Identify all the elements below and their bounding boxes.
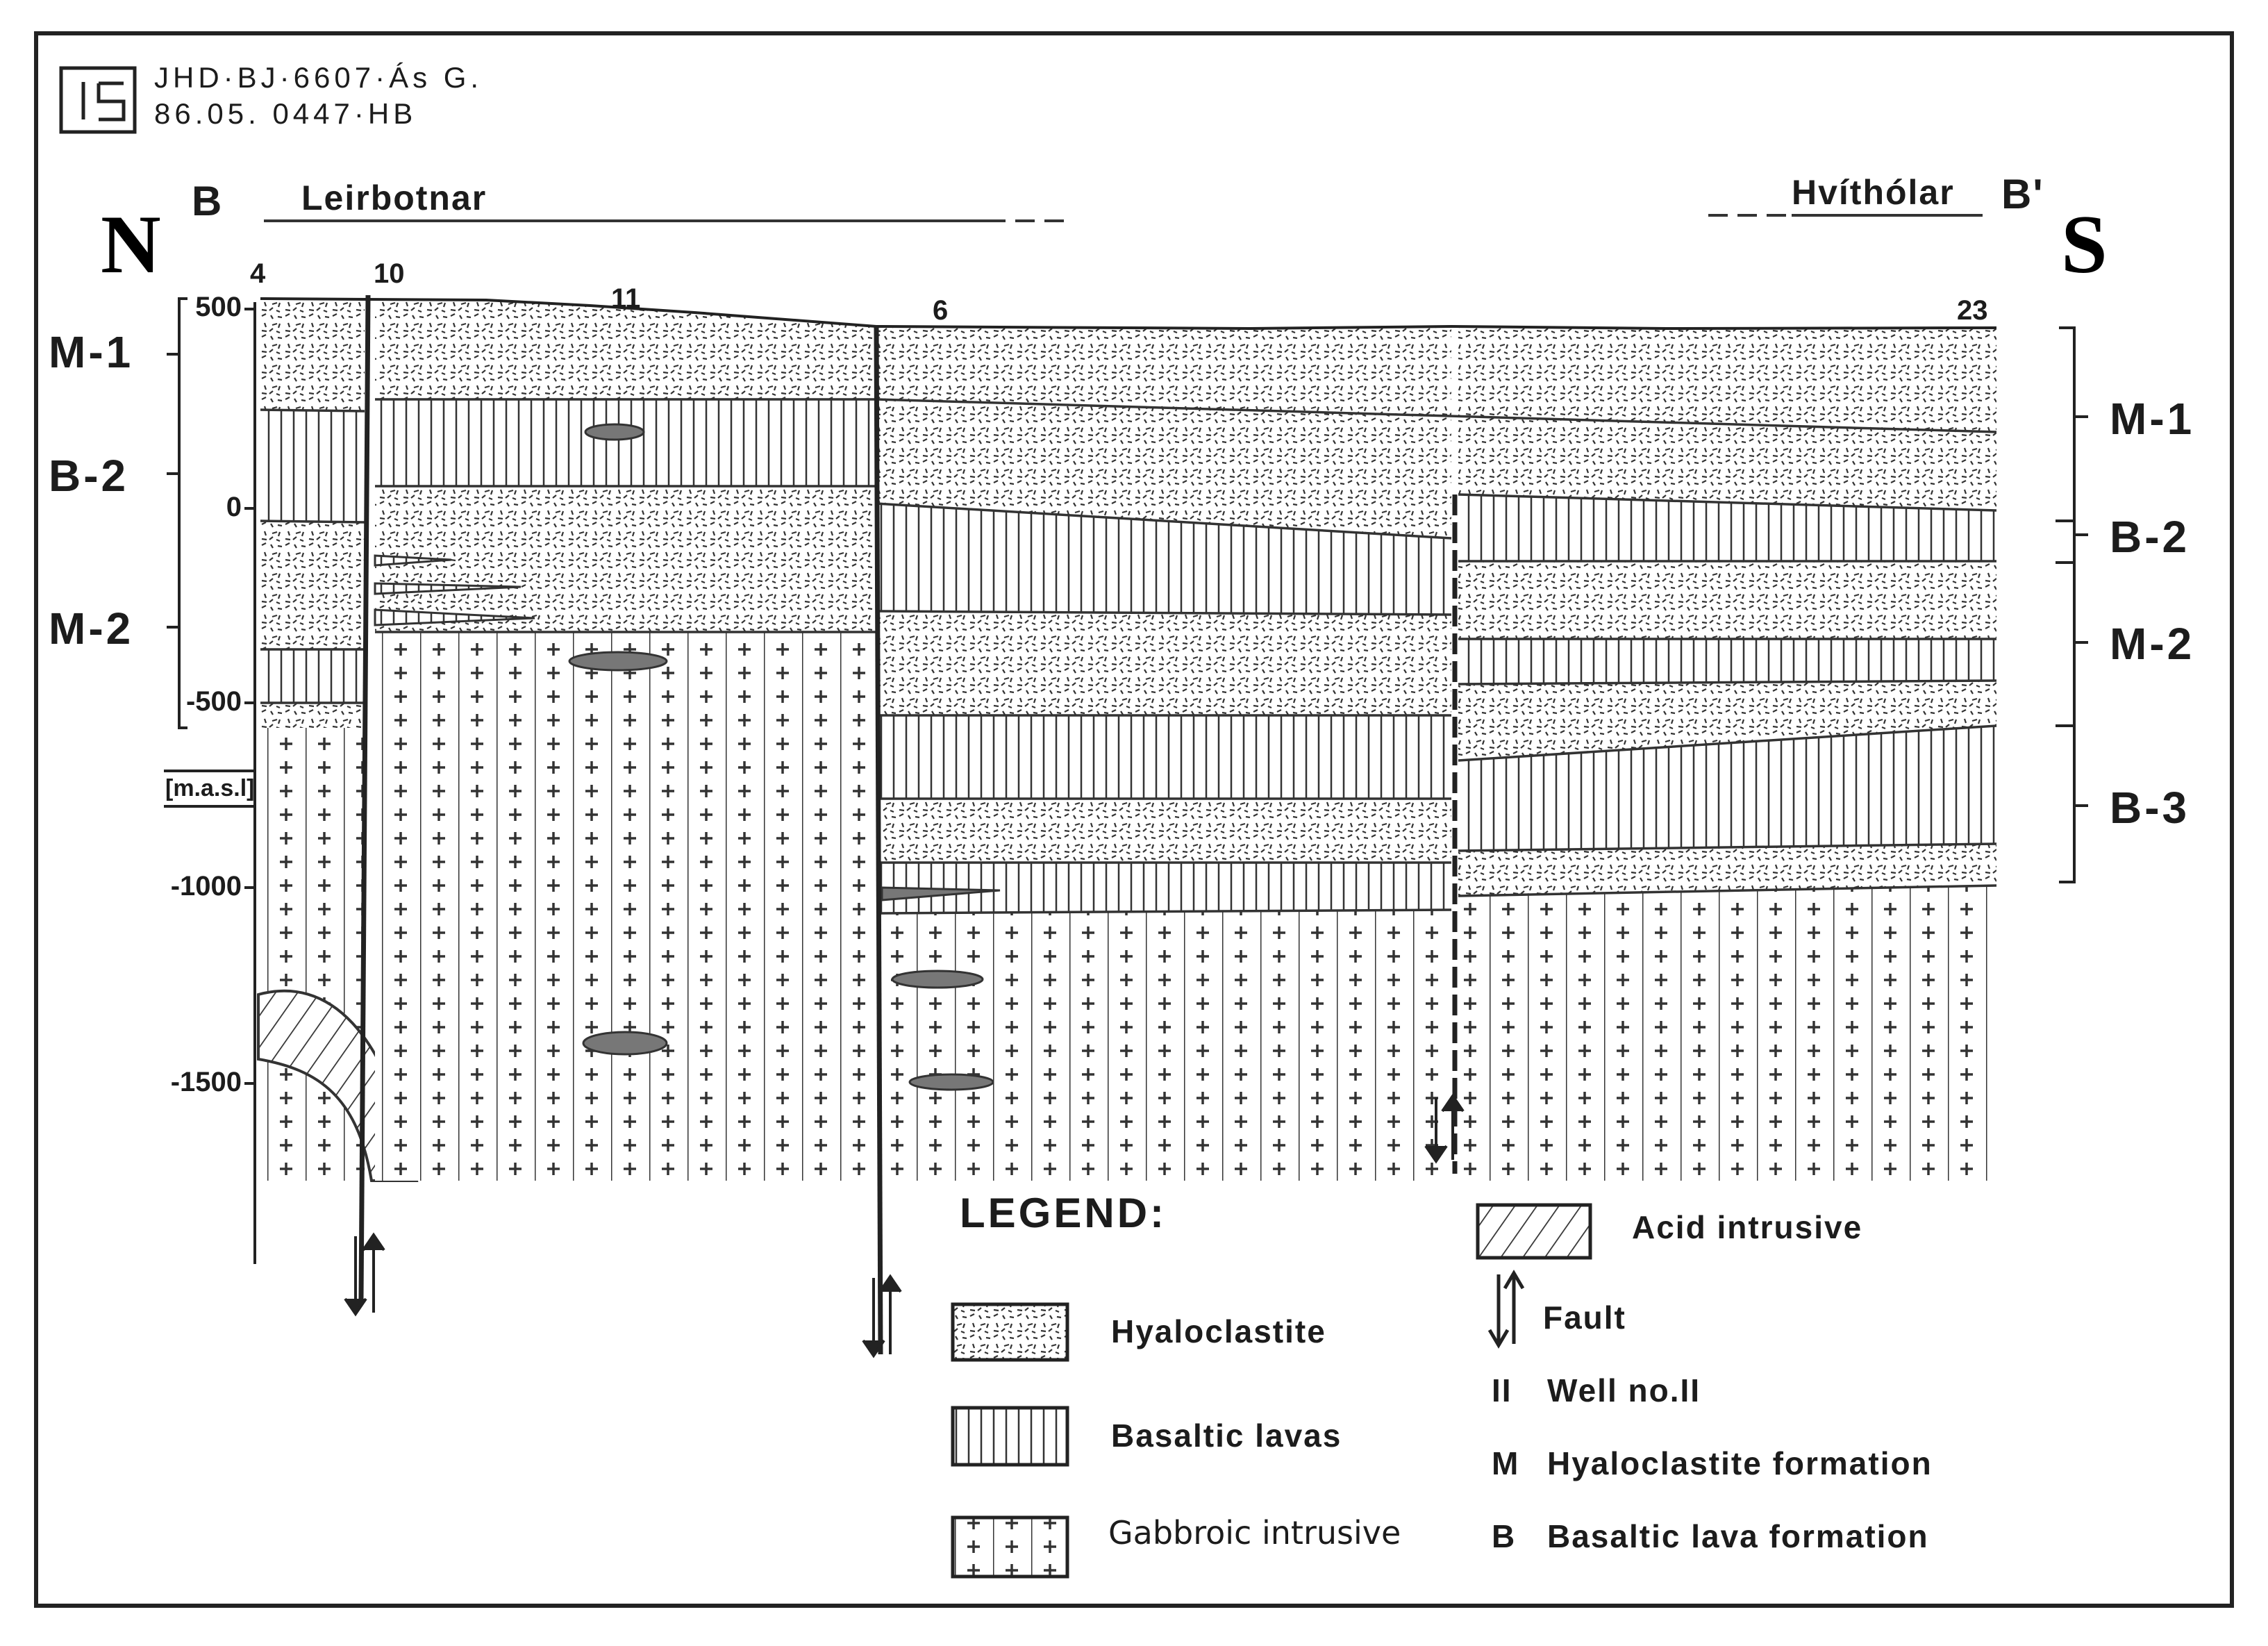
section-start-label: B [192,178,224,224]
left-unit-label: M-1 [49,327,134,377]
well-number: 6 [933,295,949,326]
block-b-strata [374,300,876,1181]
legend-swatch-basaltic [951,1406,1069,1467]
stratum-hyaloclastite [260,299,365,411]
elevation-tick-label: 500 [195,292,242,322]
basalt-tongues [374,554,535,626]
stratum-hyaloclastite [1458,412,1996,510]
stratum-hyaloclastite [375,486,876,632]
well-number: 10 [374,258,405,289]
legend-note-label: Hyaloclastite formation [1547,1445,1933,1481]
stratum-basaltic [876,715,1451,799]
stratum-hyaloclastite [375,300,876,399]
right-location: Hvíthólar [1792,173,1955,212]
legend-note-symbol: B [1492,1518,1517,1554]
left-unit-label: M-2 [49,604,134,654]
fault-arrow-2 [862,1274,902,1358]
legend-note-label: Well no.II [1547,1372,1701,1408]
stratum-gabbroic [876,910,1451,1181]
stratum-basaltic [1458,639,1996,684]
stratum-gabbroic [375,632,876,1181]
left-unit-label: B-2 [49,451,129,501]
outer-frame [34,31,2234,1608]
stratum-hyaloclastite [876,399,1451,538]
stratum-hyaloclastite [1458,844,1996,896]
legend-note-label: Basaltic lava formation [1547,1518,1929,1554]
fault-1 [358,294,371,1299]
stratum-basaltic [260,410,365,522]
elevation-tick-label: -500 [185,686,242,717]
stratum-basaltic [375,399,876,486]
fault-lines [358,294,1458,1355]
legend-title: LEGEND: [960,1190,1167,1236]
legend-label-basaltic: Basaltic lavas [1111,1418,1342,1454]
right-unit-label: M-2 [2110,619,2195,669]
stratum-hyaloclastite [260,521,365,649]
left-unit-bracket [167,297,187,729]
south-label: S [2061,198,2108,290]
well-number: 11 [611,283,641,314]
stratum-basaltic [1458,494,1996,561]
stratum-basaltic [876,863,1451,913]
legend-label-hyaloclastite: Hyaloclastite [1111,1313,1326,1349]
well-number: 4 [250,258,266,289]
legend-note-symbol: II [1492,1372,1512,1408]
block-c-strata [876,326,1451,1181]
stratum-hyaloclastite [876,611,1451,715]
block-d-strata [1458,326,1996,1181]
elevation-tick-label: -1500 [170,1067,242,1097]
right-unit-label: M-1 [2110,394,2195,444]
right-unit-label: B-2 [2110,512,2190,562]
layer-boundaries [260,398,1997,915]
stratum-gabbroic [1458,886,1996,1181]
right-unit-label: B-3 [2110,783,2190,833]
legend-swatch-acid [1476,1203,1592,1260]
elevation-tick-label: -1000 [170,871,242,901]
left-location: Leirbotnar [301,178,487,217]
stratum-hyaloclastite [1458,561,1996,639]
gabbroic-lenses [881,886,1001,1091]
elevation-unit: [m.a.s.l] [164,770,256,808]
well-number: 23 [1957,295,1988,326]
jhd-logo [59,66,137,134]
section-end-label: B' [2001,171,2044,217]
legend-label-acid: Acid intrusive [1632,1209,1863,1245]
elevation-tick-label: 0 [226,492,242,522]
header-line-1: JHD·BJ·6607·Ás G. [154,61,483,94]
stratum-hyaloclastite [1458,681,1996,760]
elevation-axis [244,302,256,1264]
legend-swatches [951,1203,1592,1579]
stratum-hyaloclastite [876,799,1451,863]
stratum-basaltic [876,504,1451,615]
legend-note-symbol: M [1492,1445,1520,1481]
north-label: N [101,198,161,290]
stratum-basaltic [1458,726,1996,851]
stratum-hyaloclastite [876,326,1451,411]
stratum-basaltic [260,649,365,703]
gabbroic-lenses [568,423,668,1056]
legend-label-fault: Fault [1543,1299,1626,1336]
legend-label-gabbroic: Gabbroic intrusive [1108,1514,1401,1552]
stratum-hyaloclastite [1458,326,1996,432]
fault-2 [874,326,883,1355]
legend-fault-icon [1487,1270,1525,1349]
fault-arrow-3 [1424,1093,1465,1164]
stratum-hyaloclastite [260,703,365,728]
fault-arrows [344,1093,1465,1358]
right-unit-bracket [2056,326,2088,883]
legend-swatch-hyaloclastite [951,1302,1069,1362]
legend-swatch-gabbroic [951,1515,1069,1579]
fault-arrow-1 [344,1232,385,1317]
header-line-2: 86.05. 0447·HB [154,97,417,130]
